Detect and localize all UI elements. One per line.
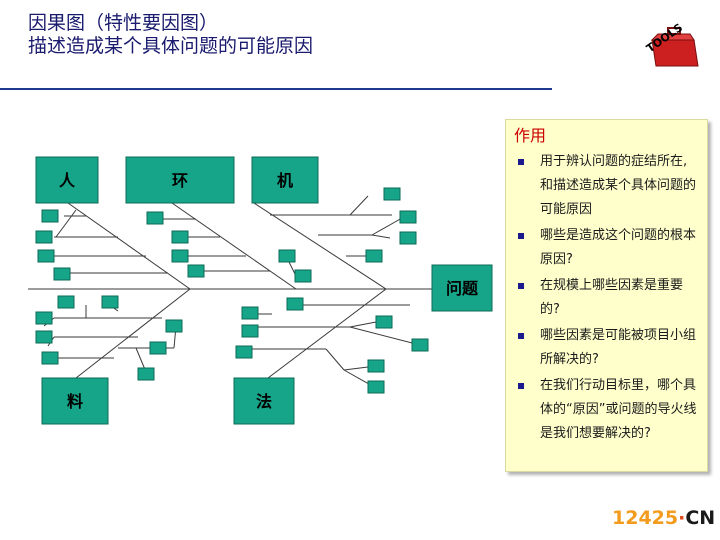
list-item-text: 哪些因素是可能被项目小组所解决的? (540, 328, 697, 367)
effect-box (431, 264, 493, 312)
cause-node (53, 267, 71, 281)
cause-nodes (35, 187, 429, 394)
cause-node (146, 211, 164, 225)
category-box-environment (125, 156, 235, 204)
list-item-text: 在我们行动目标里，哪个具体的“原因”或问题的导火线是我们想要解决的? (540, 378, 697, 441)
cause-node (294, 269, 312, 283)
cause-node (171, 249, 189, 263)
category-label-material: 料 (67, 392, 83, 411)
list-item: 哪些是造成这个问题的根本原因? (514, 224, 699, 272)
bone-material (75, 288, 191, 379)
cause-node (278, 249, 296, 263)
bullet-icon (518, 283, 524, 289)
bone-method (267, 288, 387, 379)
cause-node (375, 315, 393, 329)
list-item: 哪些因素是可能被项目小组所解决的? (514, 324, 699, 372)
list-item: 在我们行动目标里，哪个具体的“原因”或问题的导火线是我们想要解决的? (514, 374, 699, 446)
cause-node (165, 319, 183, 333)
cause-node (367, 380, 385, 394)
purpose-list: 用于辨认问题的症结所在, 和描述造成某个具体问题的可能原因 哪些是造成这个问题的… (514, 150, 699, 446)
category-label-people: 人 (59, 171, 76, 190)
bullet-icon (518, 233, 524, 239)
toolbox-icon: TOOLS (644, 21, 699, 67)
bone-environment (171, 202, 297, 290)
category-box-method (233, 377, 295, 425)
cause-node (37, 249, 55, 263)
title-divider (0, 88, 552, 90)
category-box-machine (251, 156, 319, 204)
cause-node (35, 330, 53, 344)
category-boxes: 人 环 机 料 法 问题 (35, 156, 493, 425)
cause-node (101, 295, 119, 309)
cause-node (367, 359, 385, 373)
list-item-text: 哪些是造成这个问题的根本原因? (540, 228, 697, 267)
cause-node (187, 264, 205, 278)
site-watermark: 12425·CN (612, 507, 715, 529)
bone-people (67, 202, 191, 290)
bone-machine (253, 202, 387, 290)
purpose-heading: 作用 (514, 126, 547, 145)
cause-node (35, 311, 53, 325)
category-label-machine: 机 (277, 171, 293, 190)
list-item: 用于辨认问题的症结所在, 和描述造成某个具体问题的可能原因 (514, 150, 699, 222)
cause-node (137, 367, 155, 381)
bullet-icon (518, 383, 524, 389)
list-item: 在规模上哪些因素是重要的? (514, 274, 699, 322)
cause-node (399, 231, 417, 245)
title-line-1: 因果图（特性要因图） (28, 12, 219, 34)
list-item-text: 在规模上哪些因素是重要的? (540, 278, 684, 317)
category-box-people (35, 156, 99, 204)
cause-node (286, 297, 304, 311)
category-label-environment: 环 (172, 171, 188, 190)
cause-node (411, 338, 429, 352)
category-box-material (41, 377, 109, 425)
cause-node (171, 230, 189, 244)
cause-node (57, 295, 75, 309)
cause-node (149, 341, 167, 355)
bullet-icon (518, 159, 524, 165)
bullet-icon (518, 333, 524, 339)
watermark-dot: · (678, 507, 686, 529)
effect-label: 问题 (446, 279, 479, 298)
cause-node (41, 351, 59, 365)
cause-node (241, 306, 259, 320)
cause-node (35, 230, 53, 244)
purpose-panel: 作用 用于辨认问题的症结所在, 和描述造成某个具体问题的可能原因 哪些是造成这个… (505, 119, 708, 472)
list-item-text: 用于辨认问题的症结所在, 和描述造成某个具体问题的可能原因 (540, 154, 697, 217)
cause-node (241, 324, 259, 338)
cause-node (41, 209, 59, 223)
cause-node (235, 345, 253, 359)
diagram-lines (28, 195, 432, 389)
cause-node (365, 249, 383, 263)
cause-node (383, 187, 401, 201)
watermark-suffix: CN (685, 507, 716, 529)
cause-node (399, 210, 417, 224)
title-line-2: 描述造成某个具体问题的可能原因 (28, 35, 314, 57)
watermark-number: 12425 (612, 507, 679, 529)
category-label-method: 法 (256, 392, 272, 411)
